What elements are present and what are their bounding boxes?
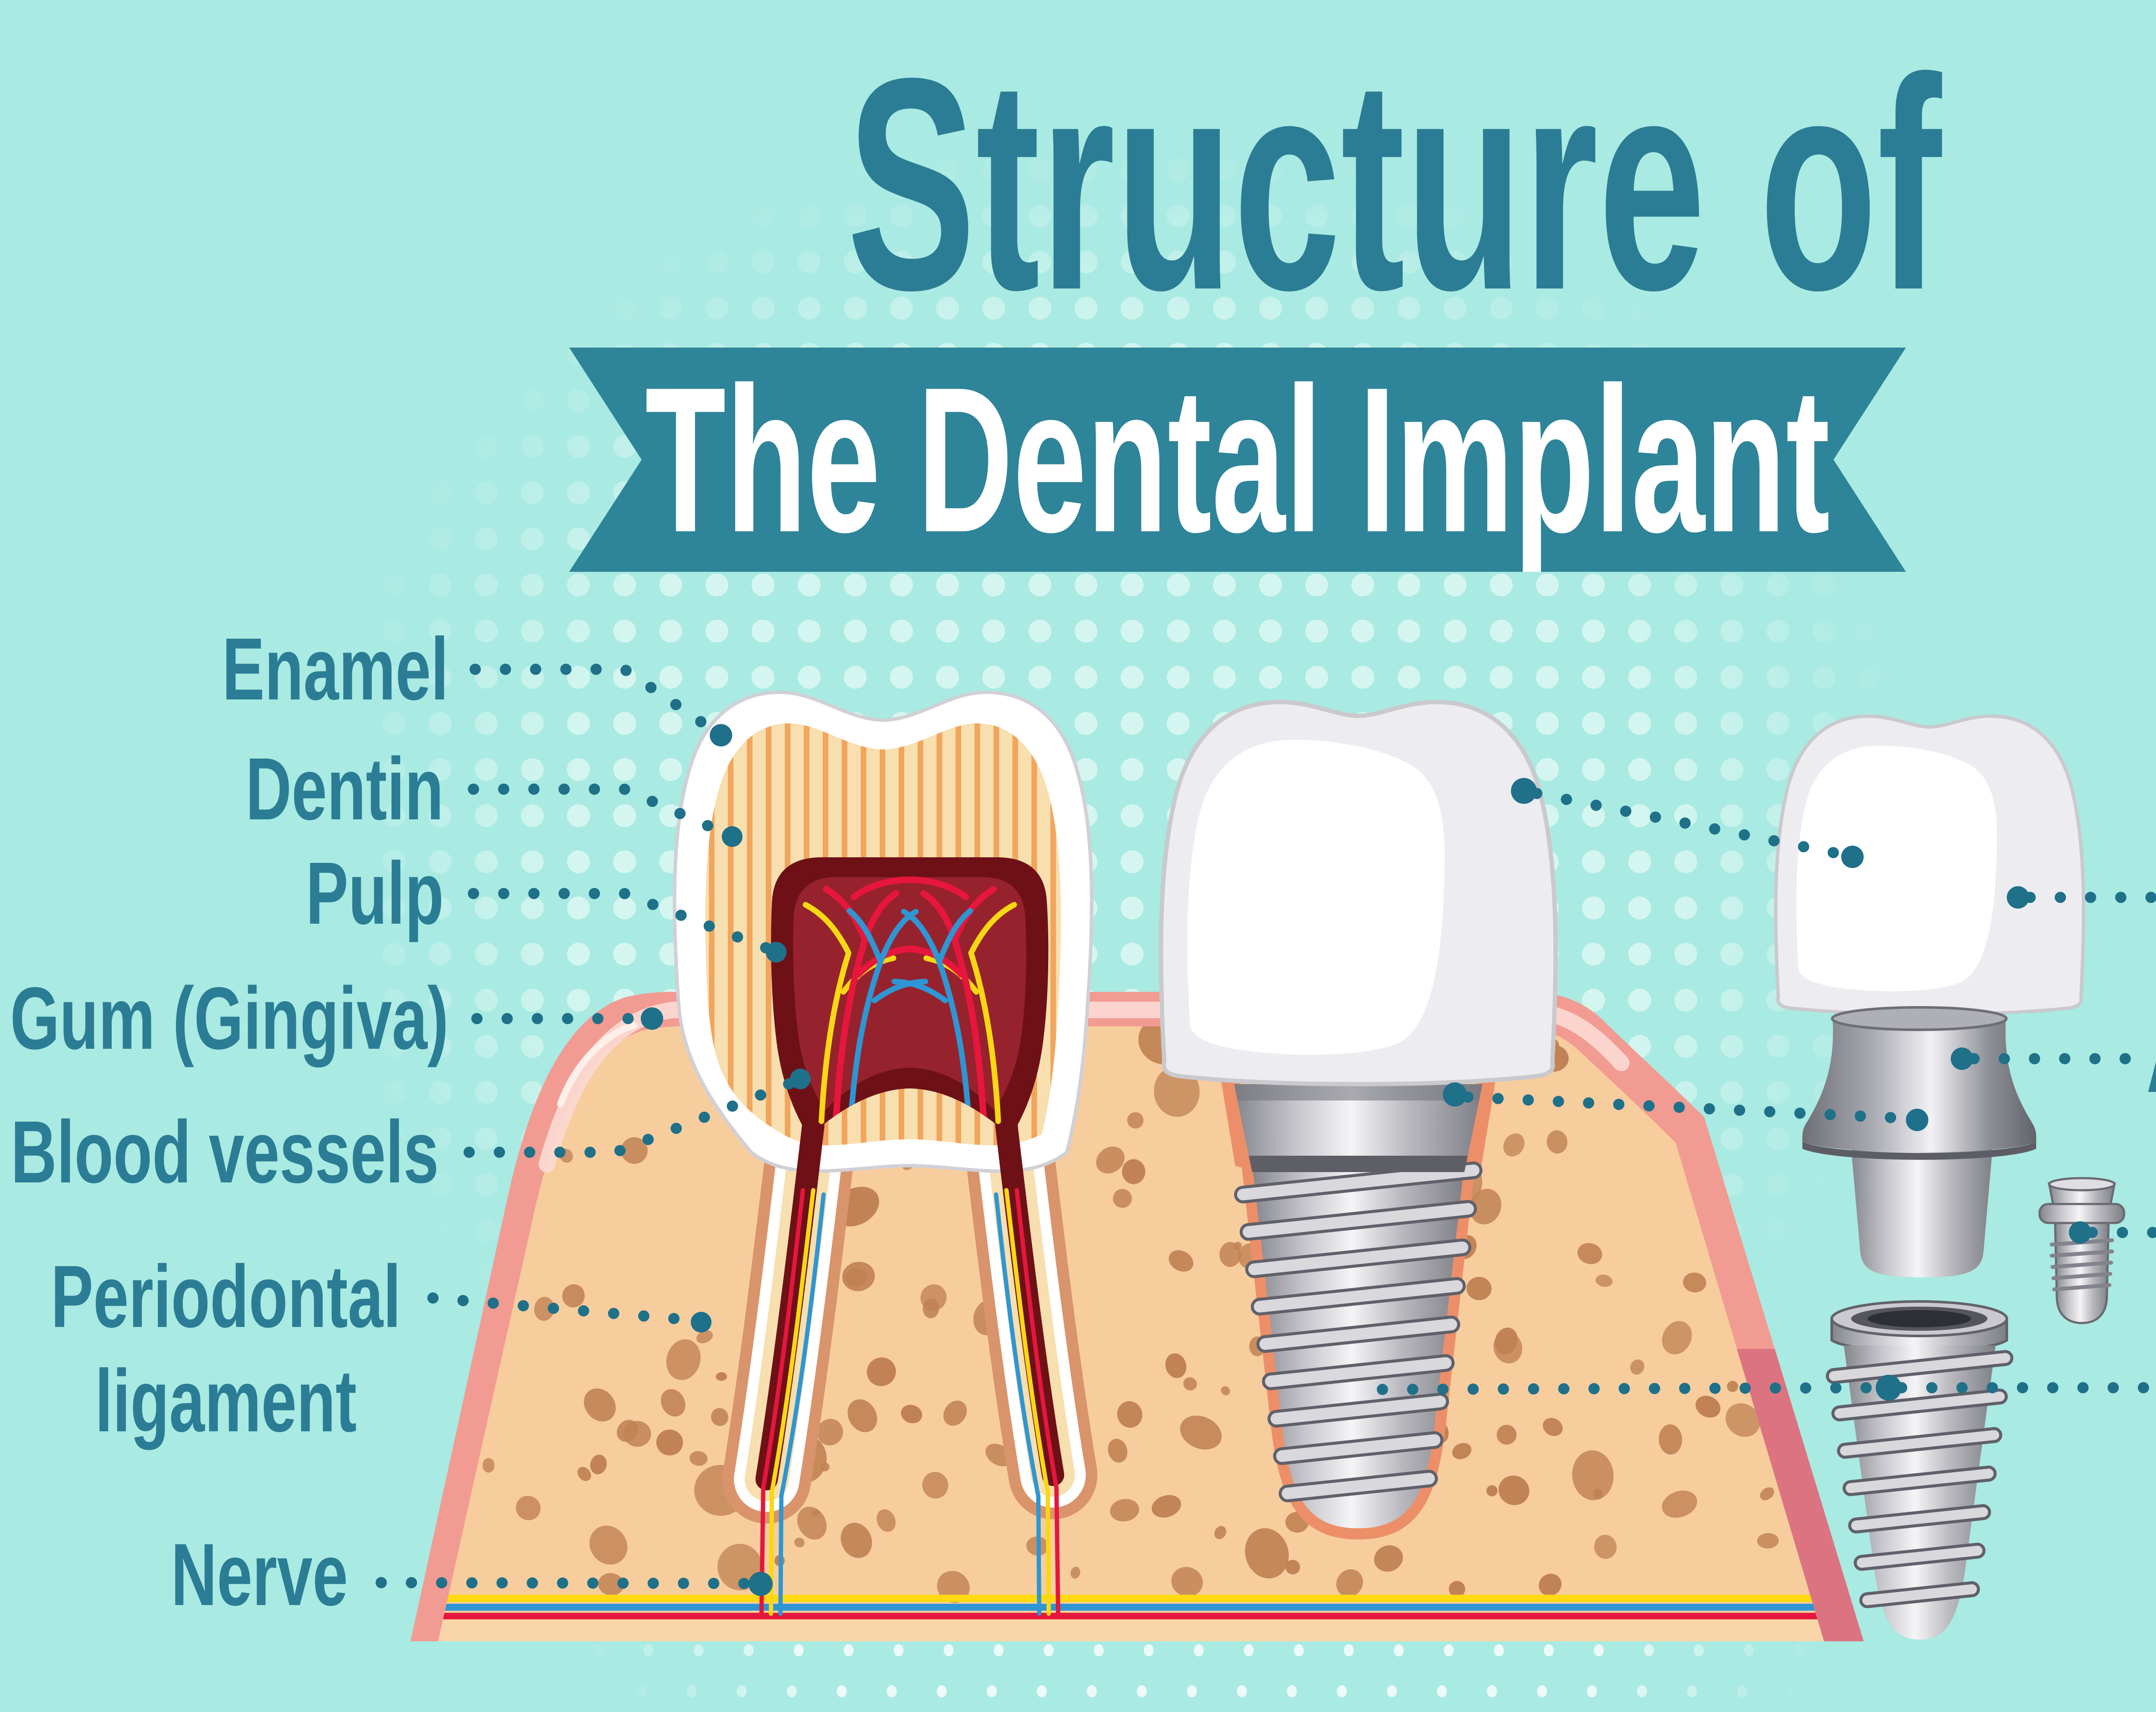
page-title: Structure of [847, 16, 1942, 353]
gum-highlight [539, 1002, 1630, 1173]
label-nerve: Nerve [171, 1525, 348, 1624]
cross-section-tooth [673, 690, 1097, 1616]
exploded-crown [1776, 716, 2084, 1014]
gum-glint [557, 1022, 637, 1107]
leader-pulp [468, 888, 778, 956]
fixture-threads [1826, 1350, 2014, 1609]
leader-lines [376, 664, 2156, 1596]
leader-blood [464, 1075, 802, 1158]
leader-enamel [470, 664, 723, 739]
stripe-yellow [438, 1595, 1824, 1602]
label-gum: Gum (Gingiva) [10, 969, 448, 1068]
gum-edge-dark [1737, 1349, 1864, 1641]
ribbon-text: The Dental Implant [645, 344, 1830, 575]
pulp-inner [793, 877, 1026, 1110]
implant-socket-outline [1217, 1056, 1500, 1540]
label-dentin: Dentin [245, 740, 444, 839]
label-enamel: Enamel [222, 620, 448, 719]
exploded-abutment [1802, 1006, 2037, 1277]
stripe-blue [438, 1604, 1824, 1611]
nerve-blood-stripes [438, 1595, 1824, 1641]
label-blood-vessels: Blood vessels [11, 1103, 439, 1202]
jawbone-block [411, 992, 1864, 1641]
exploded-screw [2038, 1177, 2125, 1324]
implant-crown [1161, 702, 1555, 1084]
label-pulp: Pulp [306, 844, 444, 943]
halftone-strip-2 [617, 1679, 1802, 1703]
leader-dentin [468, 784, 734, 840]
stripe-red [438, 1613, 1824, 1619]
label-abutment: Abutment [2147, 1010, 2156, 1114]
label-periodontal-ligament: Periodontal ligament [50, 1247, 401, 1450]
implant-fixture-threads [1234, 1161, 1483, 1502]
implant-abutment-collar [1234, 1084, 1482, 1156]
implant-assembled [1161, 702, 1555, 1540]
root-vessel-lines [759, 1188, 1060, 1616]
exploded-fixture [1826, 1300, 2014, 1640]
halftone-strip-1 [573, 1638, 1824, 1662]
title-ribbon: The Dental Implant [569, 348, 1906, 572]
